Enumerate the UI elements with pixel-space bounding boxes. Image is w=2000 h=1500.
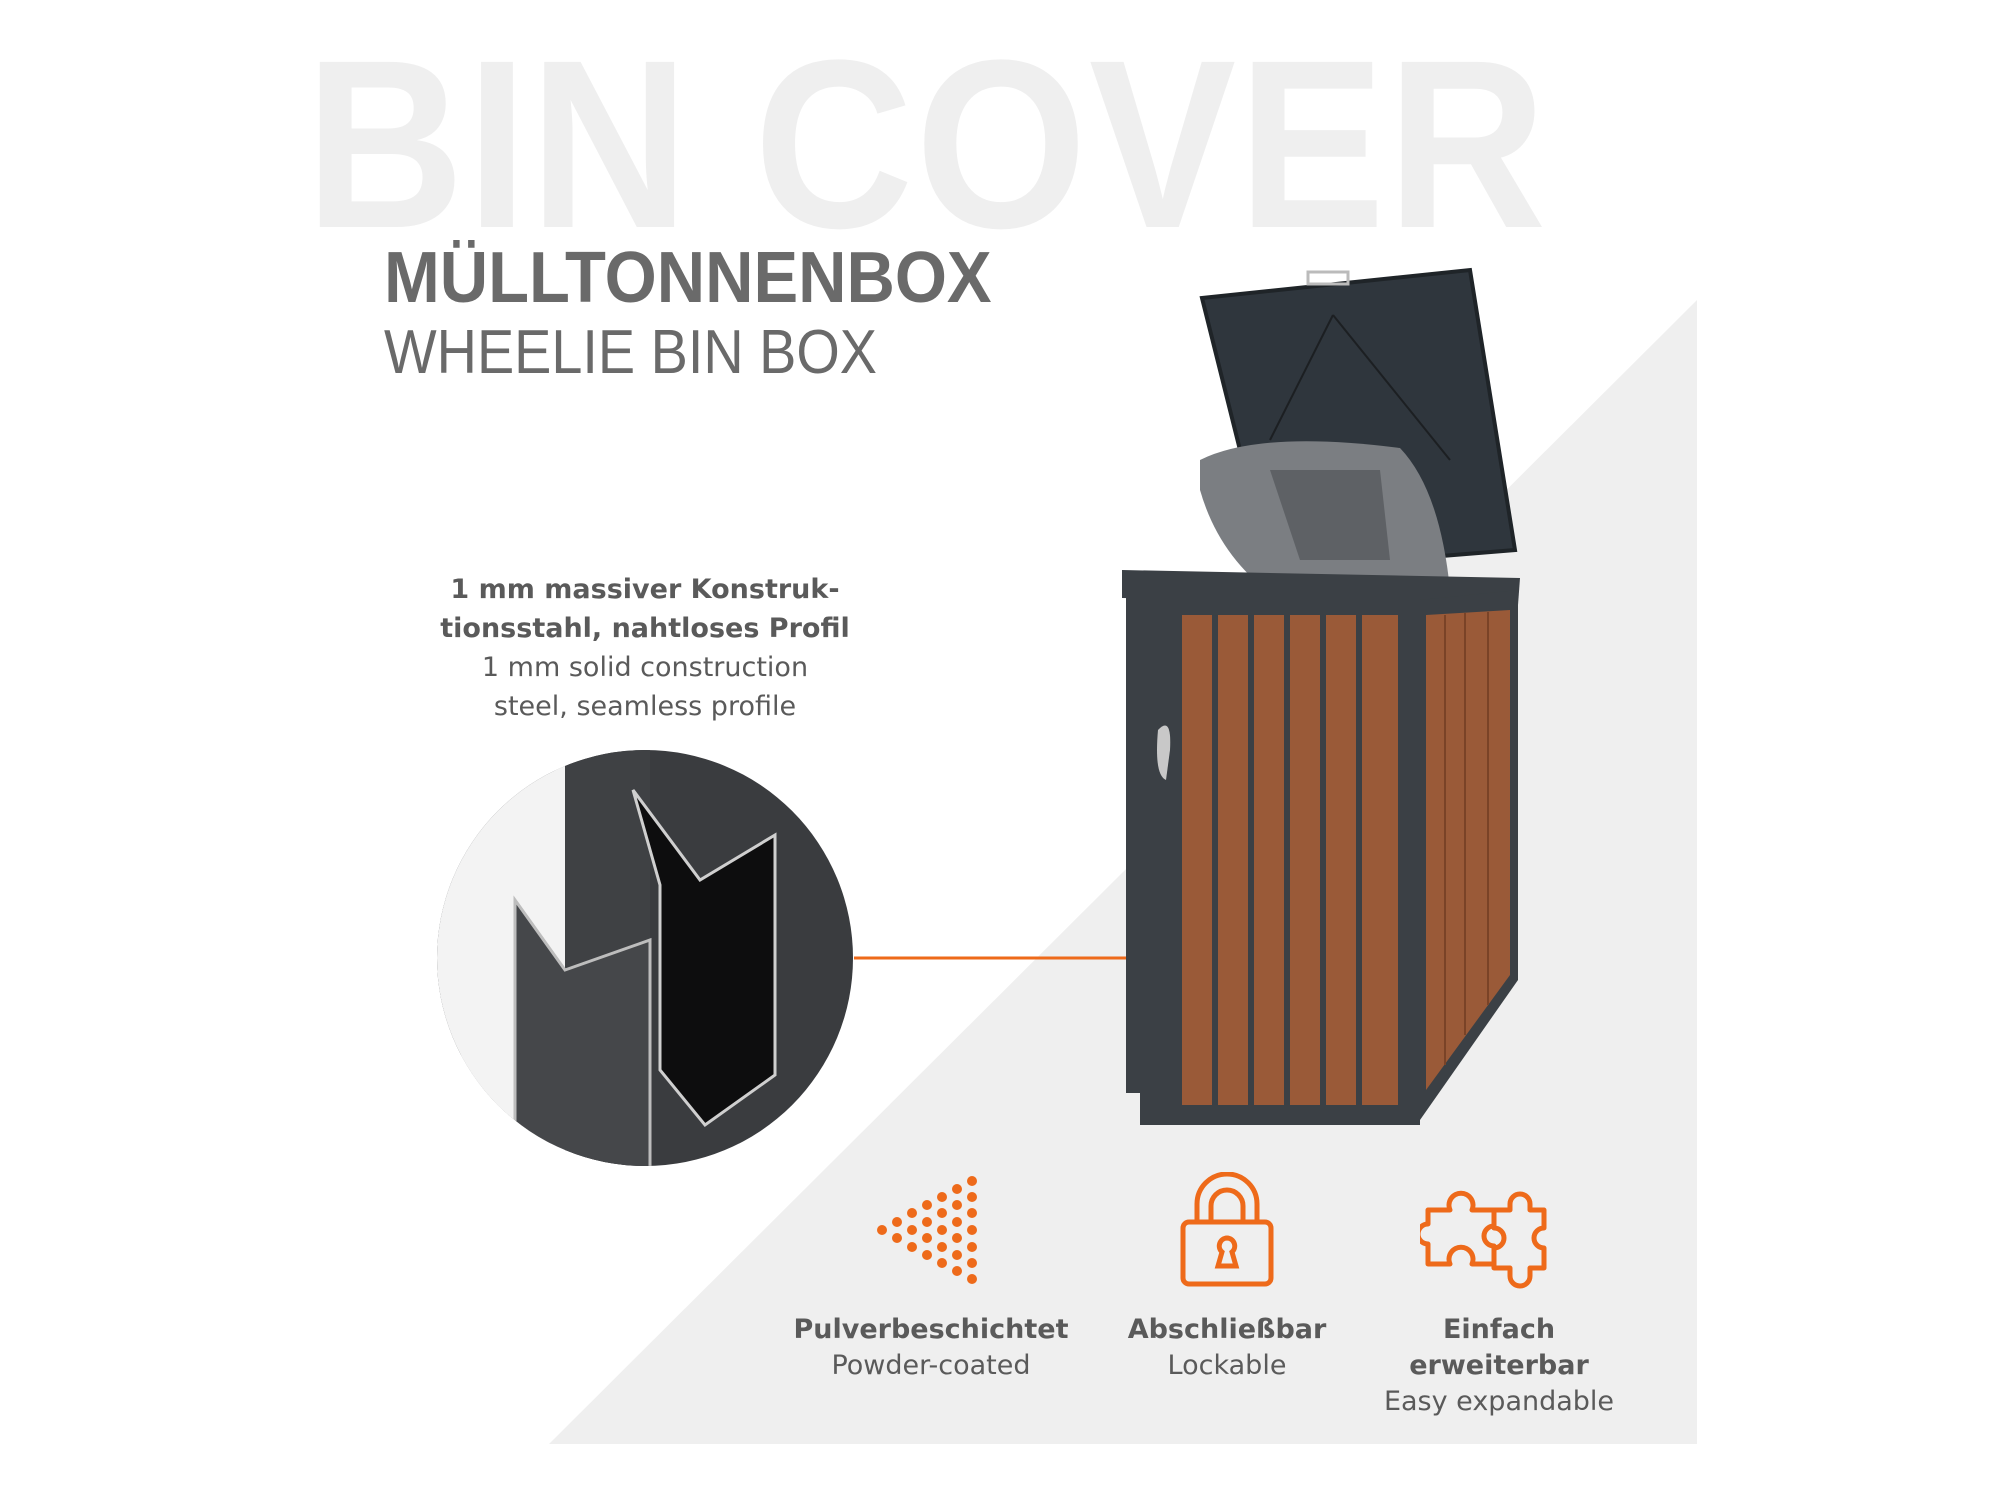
profile-description: 1 mm massiver Konstruk- tionsstahl, naht…	[395, 570, 895, 726]
feature-expandable: Einfach erweiterbar Easy expandable	[1349, 1312, 1649, 1420]
feature-label-en: Lockable	[1167, 1350, 1287, 1381]
spray-dots-icon	[877, 1176, 977, 1284]
feature-label-de: Pulverbeschichtet	[793, 1314, 1069, 1345]
desc-en-line1: 1 mm solid construction	[481, 652, 809, 683]
feature-label-en: Easy expandable	[1383, 1386, 1615, 1417]
feature-label-de: Abschließbar	[1127, 1314, 1327, 1345]
puzzle-icon	[1415, 1190, 1547, 1289]
feature-lockable-icon-wrap	[1177, 1171, 1277, 1292]
page-subtitle: WHEELIE BIN BOX	[384, 318, 878, 387]
feature-label-de: Einfach erweiterbar	[1409, 1314, 1589, 1381]
desc-de-line2: tionsstahl, nahtloses Profil	[440, 613, 850, 644]
steel-profile-closeup	[437, 750, 853, 1166]
feature-expandable-icon-wrap	[1415, 1190, 1570, 1300]
bin-box-product-image	[1122, 267, 1520, 1125]
feature-powder-coated: Pulverbeschichtet Powder-coated	[781, 1312, 1081, 1384]
padlock-icon	[1180, 1171, 1274, 1287]
desc-en-line2: steel, seamless profile	[493, 691, 797, 722]
feature-lockable: Abschließbar Lockable	[1077, 1312, 1377, 1384]
feature-label-en: Powder-coated	[831, 1350, 1031, 1381]
watermark-text: BIN COVER	[305, 10, 1549, 278]
page-title: MÜLLTONNENBOX	[384, 238, 992, 318]
feature-powder-coated-icon-wrap	[780, 1175, 1080, 1285]
desc-de-line1: 1 mm massiver Konstruk-	[450, 574, 840, 605]
